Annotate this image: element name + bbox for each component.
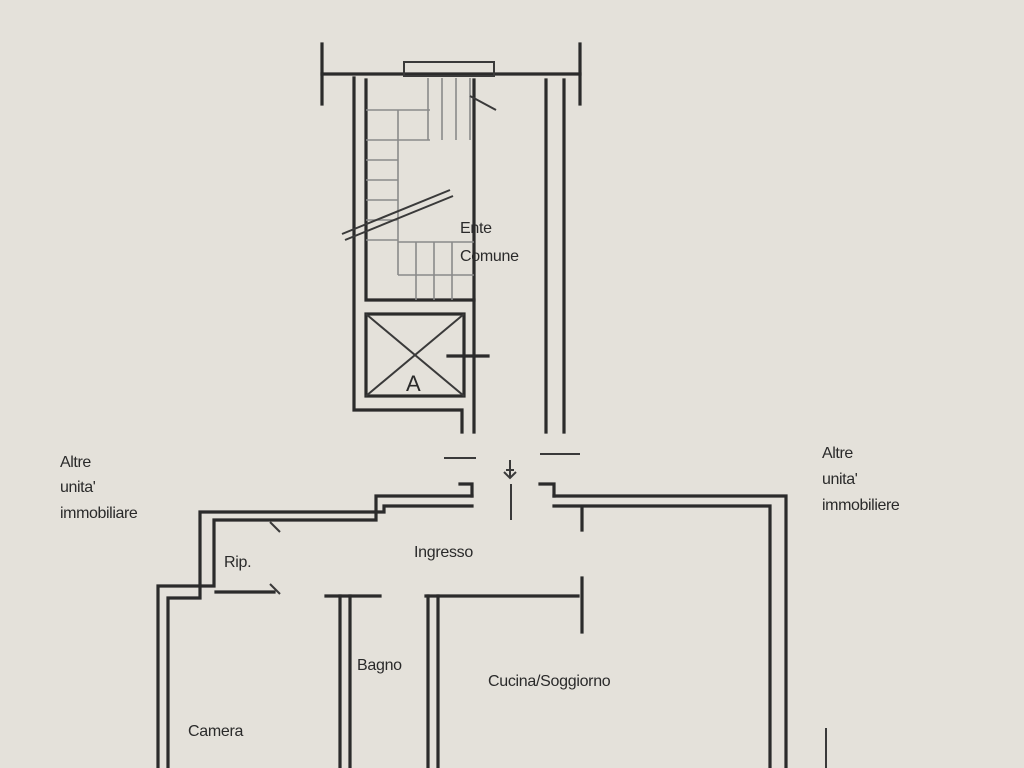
entrance-label: Ingresso xyxy=(414,544,473,561)
stairwell-walls xyxy=(320,42,582,434)
neighbors-right-line2: unita' xyxy=(822,471,858,488)
neighbors-left-line3: immobiliare xyxy=(60,505,138,522)
neighbors-left-line2: unita' xyxy=(60,479,96,496)
elevator: A xyxy=(364,312,490,398)
entrance-arrow-icon xyxy=(503,460,517,480)
neighbors-right-note: Altre unita' immobiliere xyxy=(822,445,900,514)
neighbors-right-line1: Altre xyxy=(822,445,853,462)
neighbors-left-note: Altre unita' immobiliare xyxy=(60,454,138,522)
stairs xyxy=(341,78,497,300)
common-area-label-line1: Ente xyxy=(460,220,492,237)
apartment-walls xyxy=(156,482,788,768)
bathroom-label: Bagno xyxy=(357,657,402,674)
storage-label: Rip. xyxy=(224,554,251,571)
common-area-label-line2: Comune xyxy=(460,248,519,265)
landing-marks xyxy=(444,453,580,520)
bedroom-label: Camera xyxy=(188,723,244,740)
elevator-label: A xyxy=(406,371,421,396)
neighbors-left-line1: Altre xyxy=(60,454,91,471)
kitchen-living-label: Cucina/Soggiorno xyxy=(488,673,611,690)
neighbors-right-line3: immobiliere xyxy=(822,497,900,514)
